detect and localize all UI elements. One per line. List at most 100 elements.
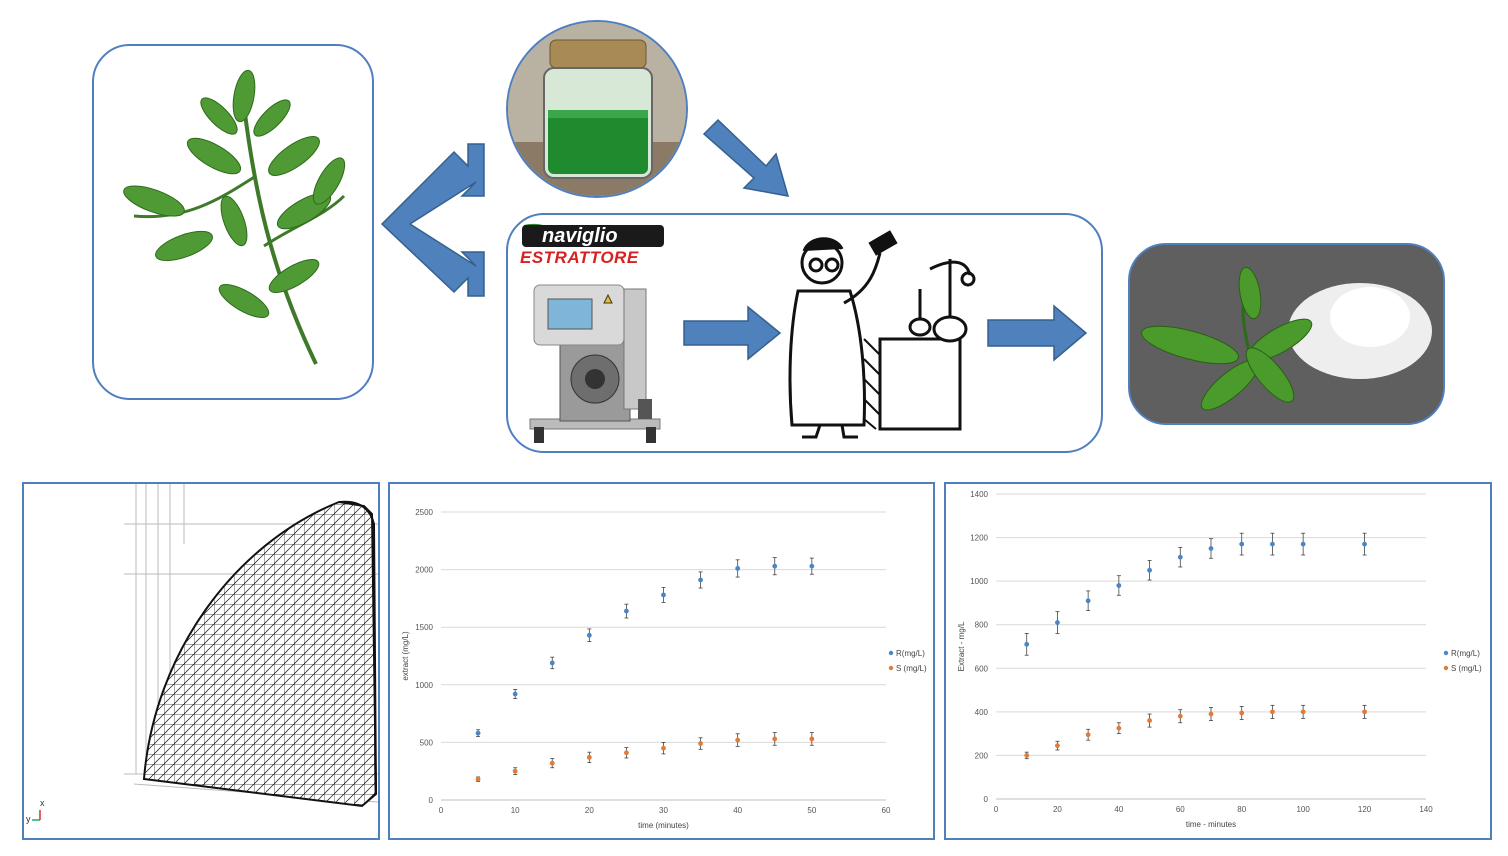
data-point-r [1300,541,1306,547]
data-point-r [1116,583,1122,588]
data-point-r [1055,620,1060,625]
y-tick-label: 800 [975,621,989,630]
data-point-r [1208,546,1214,551]
y-tick-label: 2500 [415,508,433,517]
x-tick-label: 40 [1114,805,1123,814]
data-point-s [1147,718,1152,723]
y-tick-label: 1400 [970,490,988,499]
mesh-3d-icon: y x [26,484,378,824]
x-tick-label: 0 [439,806,444,815]
y-tick-label: 2000 [415,566,433,575]
y-tick-label: 1500 [415,623,433,632]
data-point-s [475,776,481,782]
y-tick-label: 200 [975,751,989,760]
data-point-s [772,736,778,742]
x-tick-label: 120 [1358,805,1372,814]
data-point-s [512,768,518,774]
x-tick-label: 0 [994,805,999,814]
legend-label: R(mg/L) [896,649,925,658]
data-point-s [809,736,815,742]
data-point-s [1362,709,1367,715]
data-point-r [809,563,815,569]
legend-marker [1443,665,1449,671]
data-point-r [1270,541,1275,547]
plant-panel [92,44,374,400]
data-point-r [698,577,703,583]
x-axis-title: time (minutes) [638,821,689,830]
data-point-r [1147,567,1152,573]
legend-marker [888,665,894,671]
naviglio-extractor-machine-icon [529,284,661,443]
y-tick-label: 600 [975,664,989,673]
data-point-s [735,737,741,743]
arrow-diagonal-icon [702,118,790,197]
data-point-s [1208,711,1214,717]
y-tick-label: 500 [420,738,434,747]
data-point-r [1024,641,1030,647]
legend-label: S (mg/L) [896,664,927,673]
x-tick-label: 20 [1053,805,1062,814]
stevia-sweetener-powder-icon [1130,245,1443,423]
y-tick-label: 0 [429,796,434,805]
chart-panel-1: 0 500 1000 1500 2000 2500 0 10 20 30 40 50 60 time (m… [388,482,935,840]
legend-label: S (mg/L) [1451,664,1482,673]
x-tick-label: 60 [1176,805,1185,814]
y-axis-title: Extract - mg/L [957,621,966,671]
data-point-r [549,660,555,666]
x-axis-title: time - minutes [1186,820,1236,829]
x-tick-label: 10 [511,806,520,815]
x-tick-label: 50 [807,806,816,815]
bidirectional-bracket-arrow-icon [380,143,485,297]
naviglio-logo: naviglio ESTRATTORE [520,223,664,267]
data-point-r [624,608,629,614]
data-point-r [512,691,518,697]
x-tick-label: 80 [1237,805,1246,814]
chart-1-svg: 0 500 1000 1500 2000 2500 0 10 20 30 40 50 60 time (m… [401,508,927,830]
data-point-r [661,592,666,598]
chart-panel-2: 0 200 400 600 800 1000 1200 1400 0 20 40 60 80 100 120… [944,482,1492,840]
legend-marker [888,650,894,656]
mesh-panel: y x [22,482,380,840]
data-point-r [1177,554,1183,560]
data-point-r [1239,541,1245,547]
data-point-s [1024,753,1030,758]
data-point-s [549,760,555,766]
x-tick-label: 140 [1419,805,1433,814]
x-tick-label: 60 [882,806,891,815]
y-tick-label: 400 [975,708,989,717]
y-tick-label: 1200 [970,534,988,543]
y-axis-title: extract (mg/L) [401,631,410,681]
y-tick-label: 1000 [415,681,433,690]
data-point-r [1085,598,1091,604]
data-point-s [1116,725,1122,731]
data-point-r [586,632,592,638]
x-tick-label: 30 [659,806,668,815]
brand-line1: naviglio [542,225,618,247]
data-point-s [1177,713,1183,719]
legend-marker [1443,650,1449,656]
jar-panel [506,20,688,198]
data-point-s [624,750,629,756]
product-panel [1128,243,1445,425]
data-point-s [1055,743,1060,749]
green-extract-jar-icon [508,22,686,196]
arrow-right-icon [683,305,782,361]
scientist-lab-icon [788,230,976,439]
brand-line2: ESTRATTORE [520,248,639,267]
y-tick-label: 1000 [970,577,988,586]
x-tick-label: 40 [733,806,742,815]
mesh-axis-x: x [40,798,45,808]
x-tick-label: 20 [585,806,594,815]
legend-label: R(mg/L) [1451,649,1480,658]
data-point-s [698,741,703,746]
y-tick-label: 0 [984,795,989,804]
data-point-r [772,563,778,569]
data-point-r [735,566,741,571]
x-tick-label: 100 [1296,805,1310,814]
mesh-axis-y: y [26,814,31,824]
chart-2-svg: 0 200 400 600 800 1000 1200 1400 0 20 40 60 80 100 120… [957,490,1482,829]
data-point-r [1362,541,1367,547]
data-point-r [475,730,481,736]
data-point-s [1239,710,1245,716]
data-point-s [1085,732,1091,738]
